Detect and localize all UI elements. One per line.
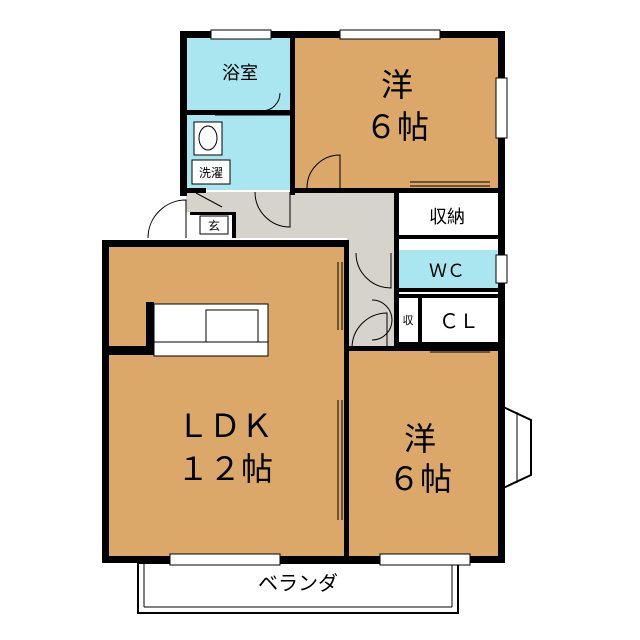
bath-floor (186, 37, 293, 111)
corridor-floor (186, 192, 396, 349)
western-room-bottom-floor (347, 349, 499, 559)
balcony-outline (137, 562, 459, 614)
bay-window (498, 404, 532, 491)
fixtures (153, 121, 269, 357)
balcony-label: ベランダ (258, 571, 338, 595)
western-room-bottom-label-2: ６帖 (388, 460, 452, 498)
entrance-shoe-box (199, 215, 229, 235)
windows (169, 29, 508, 566)
ldk-label-1: ＬＤＫ (177, 407, 273, 445)
western-room-top-label-2: ６帖 (365, 108, 429, 146)
washroom-label: 洗濯 (199, 166, 223, 180)
western-room-top-floor (293, 37, 499, 192)
doors (147, 92, 393, 349)
sliding-doors (215, 114, 490, 520)
storage-label: 収納 (429, 207, 465, 228)
storage-floor (396, 196, 499, 236)
toilet-floor (396, 250, 499, 290)
bath-label: 浴室 (222, 63, 258, 84)
small-storage-label: 収 (403, 314, 414, 327)
closet-floor (420, 297, 499, 343)
ldk-floor (108, 246, 347, 559)
western-room-top-label-1: 洋 (381, 66, 413, 104)
kitchen-sink (205, 309, 259, 343)
small-storage-floor (396, 297, 420, 343)
toilet-label: ＷＣ (429, 261, 465, 282)
closet-label: ＣＬ (439, 309, 479, 333)
interior-walls (109, 37, 499, 560)
entrance-label: 玄 (208, 218, 220, 233)
ldk-label-2: １２帖 (177, 450, 273, 488)
washing-machine-area (191, 159, 231, 185)
western-room-bottom-label-1: 洋 (404, 420, 436, 458)
